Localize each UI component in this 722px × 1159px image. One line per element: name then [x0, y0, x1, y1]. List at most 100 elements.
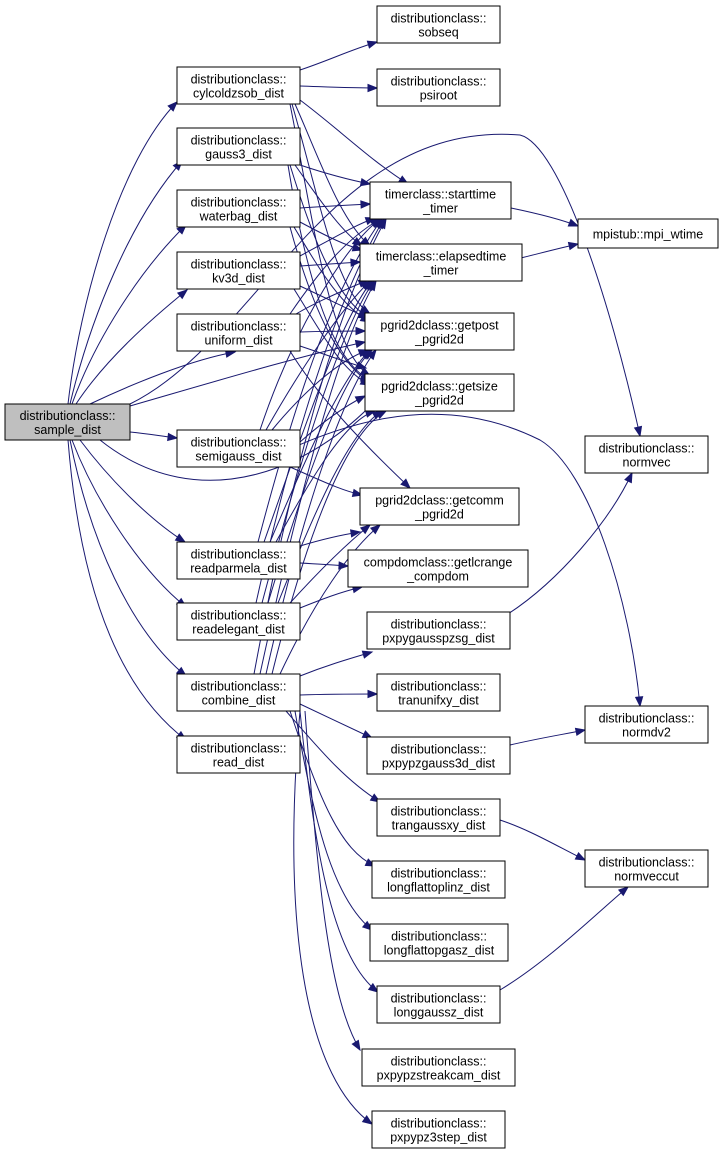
node-label-line1: compdomclass::getlcrange — [364, 556, 513, 570]
node-label-line2: longflattoplinz_dist — [387, 881, 490, 895]
node-box — [364, 373, 515, 412]
node-label-line1: distributionclass:: — [191, 258, 287, 272]
node-sample_dist[interactable]: distributionclass::sample_dist — [4, 403, 131, 441]
arrowhead-icon — [367, 689, 379, 699]
node-box — [369, 923, 509, 962]
node-psiroot[interactable]: distributionclass::psiroot — [376, 68, 501, 107]
edge-line — [294, 103, 371, 247]
node-gauss3_dist[interactable]: distributionclass::gauss3_dist — [176, 127, 301, 166]
node-label-line1: timerclass::elapsedtime — [376, 250, 507, 264]
arrowhead-icon — [375, 410, 388, 420]
node-label-line2: normvec — [623, 456, 671, 470]
node-label-line2: readelegant_dist — [192, 623, 285, 637]
node-normdv2[interactable]: distributionclass::normdv2 — [584, 705, 709, 744]
node-label-line2: tranunifxy_dist — [398, 694, 479, 708]
edge-line — [299, 710, 379, 993]
node-mpi_wtime[interactable]: mpistub::mpi_wtime — [577, 218, 719, 249]
edge-semigauss_dist-to-elapsedtime_timer — [265, 280, 371, 431]
node-getcomm_pgrid2d[interactable]: pgrid2dclass::getcomm_pgrid2d — [359, 487, 520, 526]
node-label-line2: pxpypzgauss3d_dist — [382, 757, 496, 771]
edge-combine_dist-to-pxpypz3step_dist — [293, 710, 374, 1125]
node-pxpypzgauss3d_dist[interactable]: distributionclass::pxpypzgauss3d_dist — [366, 736, 511, 775]
node-starttime_timer[interactable]: timerclass::starttime_timer — [369, 181, 512, 220]
node-kv3d_dist[interactable]: distributionclass::kv3d_dist — [176, 251, 301, 290]
node-box — [376, 673, 501, 712]
node-label-line2: _pgrid2d — [414, 394, 464, 408]
edge-line — [299, 703, 373, 739]
arrowhead-icon — [361, 650, 374, 659]
arrowhead-icon — [377, 217, 387, 230]
edge-line — [294, 164, 363, 247]
node-tranunifxy_dist[interactable]: distributionclass::tranunifxy_dist — [376, 673, 501, 712]
edge-line — [299, 693, 378, 696]
node-cylcoldzsob_dist[interactable]: distributionclass::cylcoldzsob_dist — [176, 66, 301, 105]
edge-pxpygausspzsg_dist-to-normvec — [507, 471, 633, 615]
edge-trangaussxy_dist-to-normveccut — [499, 819, 587, 861]
edge-line — [75, 289, 188, 405]
node-normvec[interactable]: distributionclass::normvec — [584, 435, 709, 474]
node-semigauss_dist[interactable]: distributionclass::semigauss_dist — [176, 429, 301, 468]
node-pxpypzstreakcam_dist[interactable]: distributionclass::pxpypzstreakcam_dist — [361, 1048, 516, 1087]
node-box — [176, 429, 301, 468]
edge-line — [275, 410, 376, 543]
node-label-line1: distributionclass:: — [391, 12, 487, 26]
edge-line — [510, 207, 579, 227]
node-longgaussz_dist[interactable]: distributionclass::longgaussz_dist — [376, 985, 501, 1024]
node-combine_dist[interactable]: distributionclass::combine_dist — [176, 673, 301, 712]
edge-line — [67, 101, 178, 405]
edge-line — [71, 224, 187, 405]
node-label-line1: distributionclass:: — [191, 320, 287, 334]
edge-uniform_dist-to-getcomm_pgrid2d — [289, 350, 412, 489]
arrowhead-icon — [367, 982, 380, 993]
edge-line — [79, 439, 186, 543]
node-label-line2: psiroot — [420, 89, 458, 103]
node-pxpypz3step_dist[interactable]: distributionclass::pxpypz3step_dist — [371, 1110, 506, 1149]
node-getsize_pgrid2d[interactable]: pgrid2dclass::getsize_pgrid2d — [364, 373, 515, 412]
edge-line — [265, 280, 371, 431]
node-elapsedtime_timer[interactable]: timerclass::elapsedtime_timer — [359, 243, 523, 282]
call-edges — [67, 40, 644, 1125]
node-getlcrange_compdom[interactable]: compdomclass::getlcrange_compdom — [347, 549, 529, 588]
node-label-line2: normdv2 — [622, 726, 671, 740]
node-sobseq[interactable]: distributionclass::sobseq — [376, 5, 501, 44]
edge-line — [499, 886, 629, 991]
node-label-line2: pxpypz3step_dist — [390, 1131, 487, 1145]
edge-line — [259, 280, 377, 675]
node-longflattopgasz_dist[interactable]: distributionclass::longflattopgasz_dist — [369, 923, 509, 962]
node-read_dist[interactable]: distributionclass::read_dist — [176, 735, 301, 774]
node-box — [584, 849, 709, 888]
node-waterbag_dist[interactable]: distributionclass::waterbag_dist — [176, 189, 301, 228]
edge-cylcoldzsob_dist-to-psiroot — [299, 83, 379, 93]
edge-line — [69, 439, 187, 677]
node-getpost_pgrid2d[interactable]: pgrid2dclass::getpost_pgrid2d — [364, 312, 515, 351]
node-normveccut[interactable]: distributionclass::normveccut — [584, 849, 709, 888]
node-readparmela_dist[interactable]: distributionclass::readparmela_dist — [176, 541, 301, 580]
node-box — [577, 218, 719, 249]
arrowhead-icon — [367, 279, 377, 292]
node-readelegant_dist[interactable]: distributionclass::readelegant_dist — [176, 602, 301, 641]
edge-sample_dist-to-uniform_dist — [89, 349, 237, 405]
node-trangaussxy_dist[interactable]: distributionclass::trangaussxy_dist — [376, 798, 501, 837]
edge-combine_dist-to-tranunifxy_dist — [299, 689, 379, 699]
node-box — [359, 243, 523, 282]
node-longflattoplinz_dist[interactable]: distributionclass::longflattoplinz_dist — [371, 860, 506, 899]
edge-cylcoldzsob_dist-to-getpost_pgrid2d — [291, 103, 372, 315]
node-box — [584, 435, 709, 474]
edge-elapsedtime_timer-to-mpi_wtime — [520, 241, 580, 259]
node-label-line1: distributionclass:: — [191, 73, 287, 87]
node-pxpygausspzsg_dist[interactable]: distributionclass::pxpygausspzsg_dist — [366, 611, 511, 650]
edge-line — [249, 413, 641, 707]
node-box — [359, 487, 520, 526]
node-box — [366, 611, 511, 650]
node-label-line1: distributionclass:: — [191, 134, 287, 148]
node-label-line2: _pgrid2d — [414, 508, 464, 522]
node-label-line2: _compdom — [406, 570, 469, 584]
edge-cylcoldzsob_dist-to-starttime_timer — [299, 99, 410, 185]
node-label-line2: longgaussz_dist — [394, 1006, 484, 1020]
node-label-line1: distributionclass:: — [391, 618, 487, 632]
edge-readelegant_dist-to-getcomm_pgrid2d — [289, 524, 372, 604]
edge-line — [299, 85, 378, 89]
node-uniform_dist[interactable]: distributionclass::uniform_dist — [176, 313, 301, 352]
edge-line — [271, 349, 369, 431]
